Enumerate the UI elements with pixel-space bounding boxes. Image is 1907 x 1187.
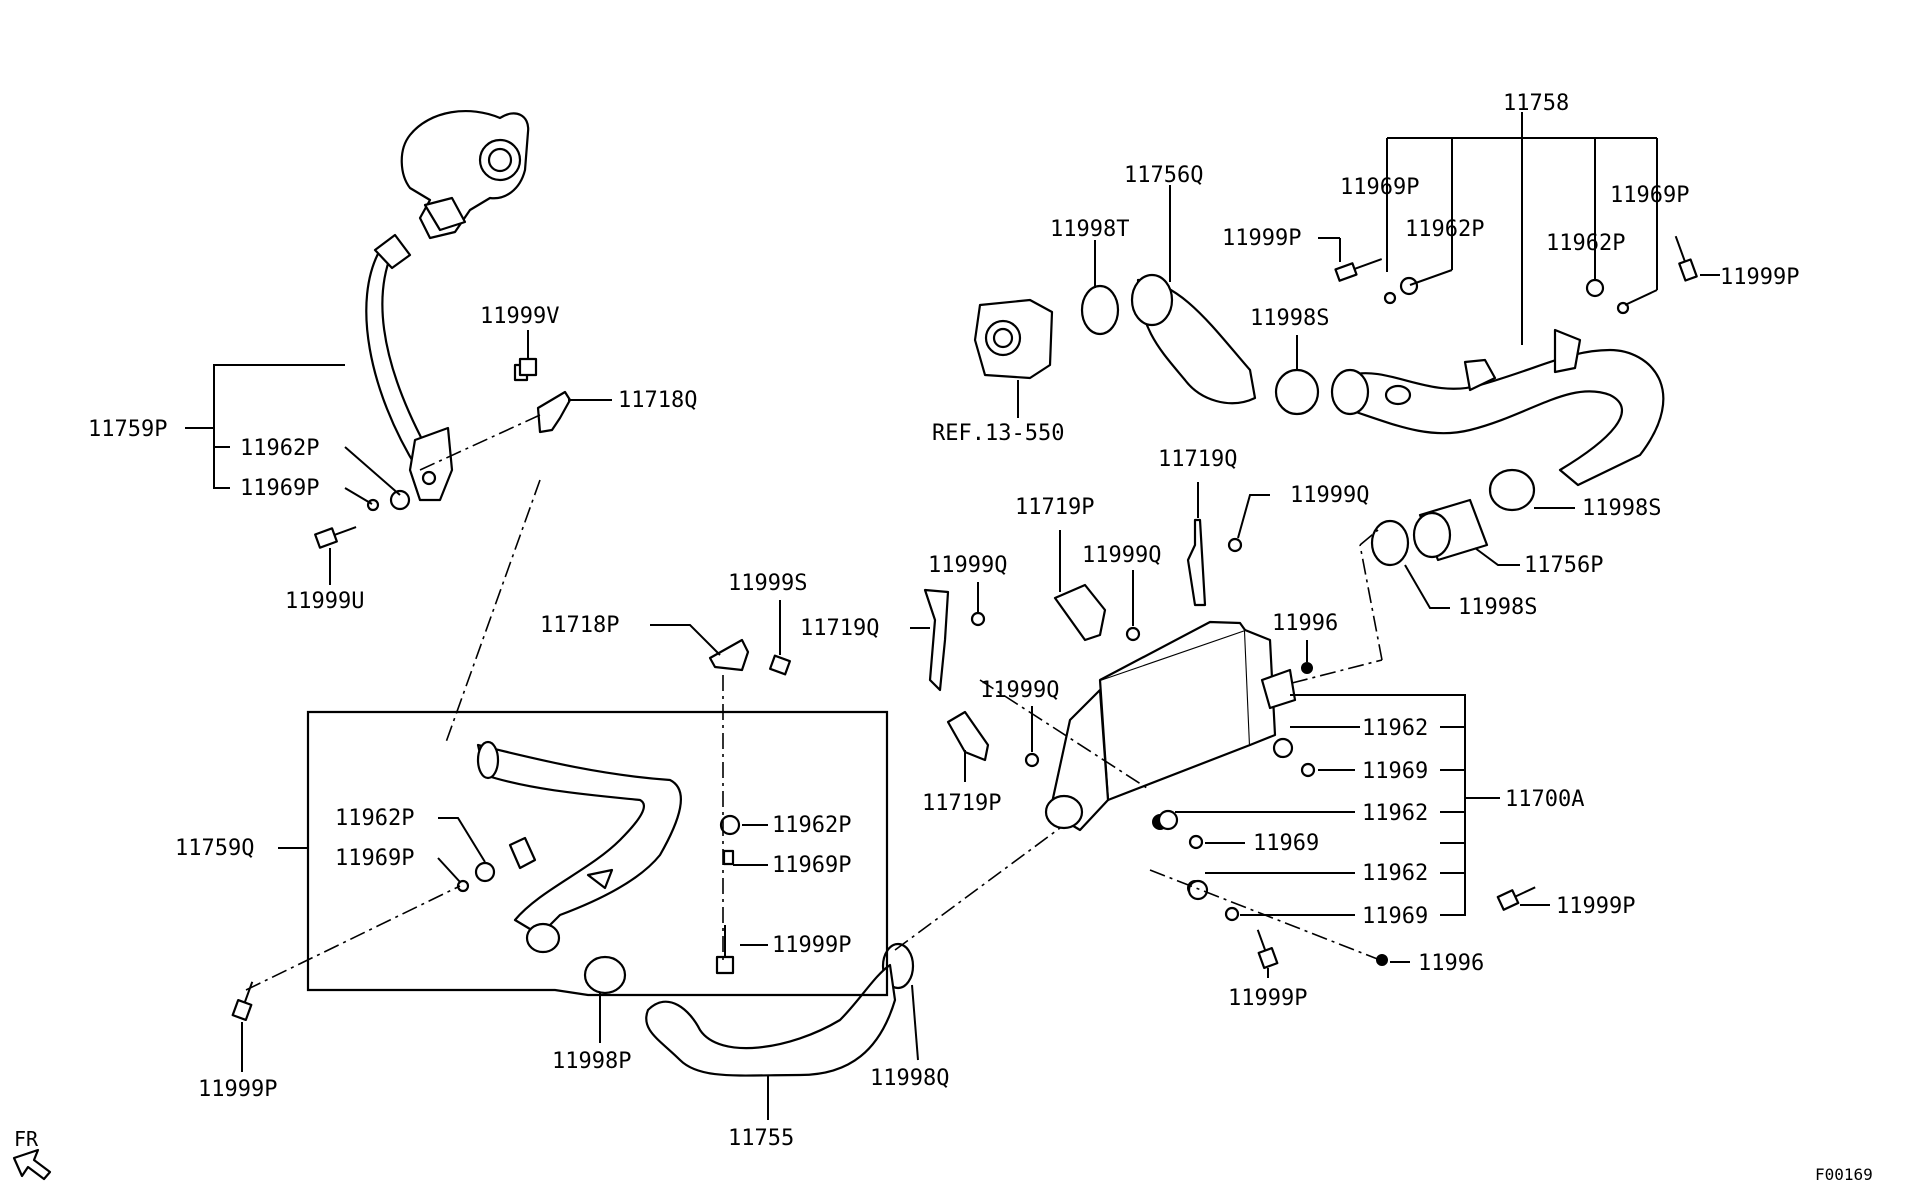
label-11718q: 11718Q: [618, 388, 697, 413]
label-11700a: 11700A: [1505, 787, 1584, 812]
label-11969p-box-right: 11969P: [772, 853, 851, 878]
label-11756q: 11756Q: [1124, 163, 1203, 188]
label-11969-c: 11969: [1362, 904, 1428, 929]
label-11999q-left: 11999Q: [928, 553, 1007, 578]
label-11999p-top-a: 11999P: [1222, 226, 1301, 251]
label-11998p: 11998P: [552, 1049, 631, 1074]
label-11999u: 11999U: [285, 589, 364, 614]
label-11962-a: 11962: [1362, 716, 1428, 741]
label-11998s-lower: 11998S: [1458, 595, 1537, 620]
label-11969p-top-a: 11969P: [1340, 175, 1419, 200]
label-11719p-lower: 11719P: [922, 791, 1001, 816]
label-fr: FR: [14, 1127, 39, 1151]
fasteners: [231, 235, 1698, 1022]
bracket-11719q-b-drawing: [923, 588, 950, 692]
label-11999q-top-right: 11999Q: [1290, 483, 1369, 508]
label-11999p-lower-mid: 11999P: [1228, 986, 1307, 1011]
clamp-11998t-drawing: [1080, 284, 1120, 336]
bracket-11719q-a-drawing: [1186, 518, 1207, 607]
turbocharger-drawing: [400, 109, 530, 240]
label-11755: 11755: [728, 1126, 794, 1151]
label-11999p-box: 11999P: [772, 933, 851, 958]
throttle-body-drawing: [973, 298, 1054, 380]
label-11719p-mid: 11719P: [1015, 495, 1094, 520]
clamp-11998s-a-drawing: [1274, 368, 1320, 416]
label-11962p-box-right: 11962P: [772, 813, 851, 838]
label-11999q-lower: 11999Q: [980, 678, 1059, 703]
label-11758: 11758: [1503, 91, 1569, 116]
label-11998s-right: 11998S: [1582, 496, 1661, 521]
label-11756p: 11756P: [1524, 553, 1603, 578]
clamp-11998p-drawing: [583, 955, 627, 995]
pipe-11759q-drawing: [476, 740, 682, 954]
label-11969-b: 11969: [1253, 831, 1319, 856]
assembly-box-11759q: [306, 710, 889, 997]
pipe-11758-drawing: [1330, 328, 1665, 487]
label-11999q-mid: 11999Q: [1082, 543, 1161, 568]
label-11719q-top: 11719Q: [1158, 447, 1237, 472]
label-11718p: 11718P: [540, 613, 619, 638]
label-11759q: 11759Q: [175, 836, 254, 861]
label-11999p-top-b: 11999P: [1720, 265, 1799, 290]
label-11999p-bottom-left: 11999P: [198, 1077, 277, 1102]
clamp-11998s-b-drawing: [1488, 468, 1536, 512]
hose-11756p-drawing: [1412, 498, 1489, 562]
label-11969p-left: 11969P: [240, 476, 319, 501]
part-labels: 11758 11756Q 11998T 11969P 11969P 11962P…: [14, 91, 1873, 1184]
label-11719q-left: 11719Q: [800, 616, 879, 641]
front-direction-arrow-icon: [12, 1148, 52, 1181]
label-11969p-top-b: 11969P: [1610, 183, 1689, 208]
label-11999p-right: 11999P: [1556, 894, 1635, 919]
label-11962p-box-left: 11962P: [335, 806, 414, 831]
label-11962p-left: 11962P: [240, 436, 319, 461]
label-11996-top: 11996: [1272, 611, 1338, 636]
label-11962-b: 11962: [1362, 801, 1428, 826]
label-11969-a: 11969: [1362, 759, 1428, 784]
bracket-11719p-b-drawing: [946, 710, 990, 762]
leader-lines: [185, 112, 1720, 1120]
pipe-11759p-drawing: [365, 233, 454, 502]
bracket-11718p-drawing: [708, 638, 750, 672]
label-11998q: 11998Q: [870, 1066, 949, 1091]
label-11759p: 11759P: [88, 417, 167, 442]
label-11962p-top-a: 11962P: [1405, 217, 1484, 242]
label-11998t: 11998T: [1050, 217, 1129, 242]
hose-11755-drawing: [645, 963, 897, 1077]
bracket-11719p-a-drawing: [1053, 583, 1107, 642]
intercooler-11700a-drawing: [1044, 620, 1297, 896]
label-ref-13-550: REF.13-550: [932, 421, 1064, 446]
label-11962-c: 11962: [1362, 861, 1428, 886]
clamp-11998s-c-drawing: [1370, 519, 1410, 567]
label-11969p-box-left: 11969P: [335, 846, 414, 871]
label-11999v: 11999V: [480, 304, 559, 329]
hose-11756q-drawing: [1130, 273, 1257, 405]
label-11999s: 11999S: [728, 571, 807, 596]
figure-code: F00169: [1815, 1165, 1873, 1184]
label-11996-lower: 11996: [1418, 951, 1484, 976]
label-11962p-top-b: 11962P: [1546, 231, 1625, 256]
label-11998s-top: 11998S: [1250, 306, 1329, 331]
